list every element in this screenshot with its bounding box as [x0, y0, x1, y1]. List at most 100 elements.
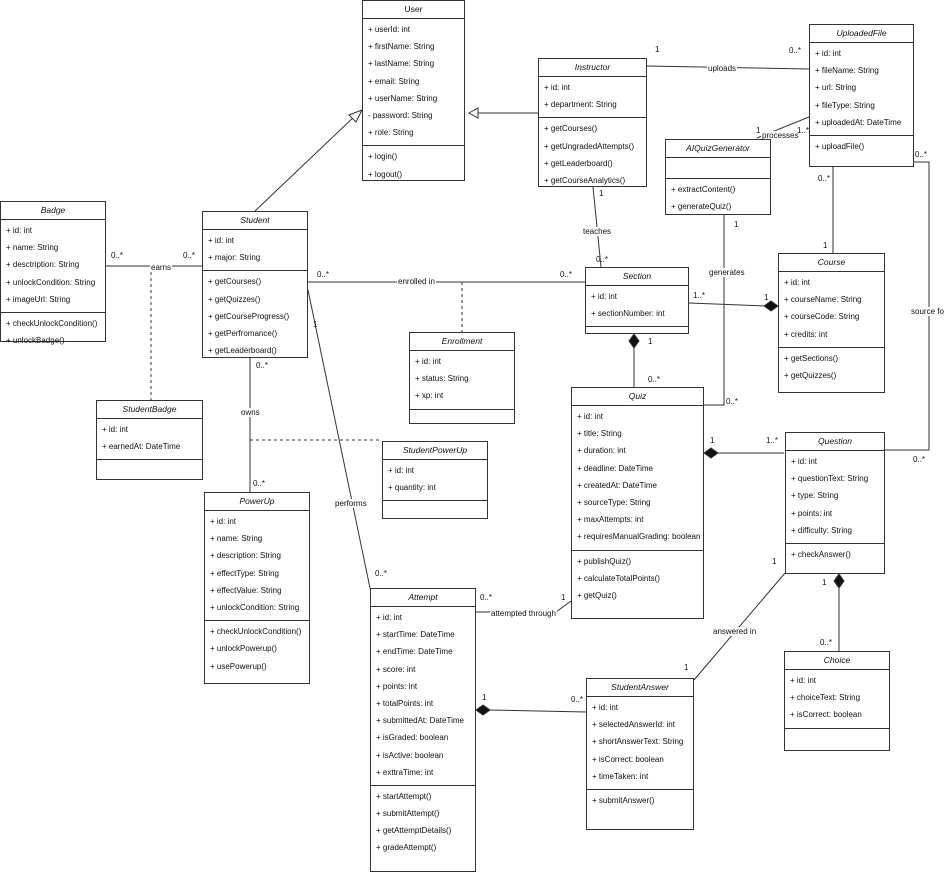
attribute-compartment: + id: int + status: String + xp: int	[410, 351, 514, 410]
multiplicity: 0..*	[571, 695, 584, 704]
class-badge: Badge+ id: int+ name: String+ desctripti…	[0, 201, 106, 345]
class-studentanswer: StudentAnswer+ id: int+ selectedAnswerId…	[586, 678, 694, 830]
multiplicity: 0..*	[256, 361, 269, 370]
multiplicity: 0..*	[560, 270, 573, 279]
method-compartment	[97, 460, 202, 480]
generates-label: generates	[708, 268, 746, 277]
class-attribute: + role: String	[368, 128, 414, 138]
multiplicity: 1	[710, 436, 715, 445]
multiplicity: 0..*	[915, 150, 928, 159]
class-attribute: + department: String	[544, 100, 617, 110]
uploads-label: uploads	[707, 64, 738, 73]
class-attribute: + id: int	[376, 613, 403, 622]
class-attribute: + selectedAnswerId: int	[592, 720, 675, 730]
class-name: Attempt	[371, 589, 475, 607]
class-attribute: + isGraded: boolean	[376, 733, 449, 743]
class-method: + checkAnswer()	[791, 549, 851, 559]
class-instructor: Instructor+ id: int+ department: String+…	[538, 58, 647, 187]
class-attribute: + quantity: int	[388, 483, 436, 493]
class-method: + getCourseProgress()	[208, 311, 290, 321]
class-name: Course	[779, 254, 884, 272]
class-attribute: + id: int	[544, 83, 571, 92]
class-name: Quiz	[572, 388, 703, 406]
class-method: + calculateTotalPoints()	[577, 573, 660, 583]
class-attribute: + fileType: String	[815, 100, 875, 110]
class-aiquizgenerator: AIQuizGenerator+ extractContent()+ gener…	[665, 139, 771, 215]
class-attribute: + id: int	[208, 236, 235, 245]
composition-diamond-icon	[833, 573, 845, 589]
attribute-compartment: + id: int+ title: String+ duration: int+…	[572, 406, 703, 551]
class-attribute: + totalPoints: int	[376, 698, 434, 708]
class-attribute: + maxAttempts: int	[577, 515, 644, 525]
multiplicity: 0..*	[111, 251, 124, 260]
class-attribute: + sectionNumber: int	[591, 309, 665, 319]
class-attribute: + earnedAt: DateTime	[102, 442, 181, 452]
class-method: + getCourses()	[208, 277, 262, 287]
multiplicity: 1	[734, 220, 739, 229]
class-method: + getQuiz()	[577, 590, 617, 600]
class-method: + submitAttempt()	[376, 809, 440, 819]
class-method: + getSections()	[784, 353, 839, 363]
class-attribute: + id: int	[415, 357, 442, 366]
attribute-compartment	[666, 158, 770, 179]
class-attribute: + choiceText: String	[790, 693, 861, 703]
class-name: AIQuizGenerator	[666, 140, 770, 158]
class-user: User+ userId: int+ firstName: String+ la…	[362, 0, 465, 181]
composition-diamond-icon	[703, 447, 719, 459]
method-compartment	[383, 501, 487, 521]
class-attribute: + firstName: String	[368, 42, 435, 52]
class-attribute: + userId: int	[368, 25, 411, 34]
composition-diamond-icon	[475, 704, 491, 716]
multiplicity: 1	[772, 557, 777, 566]
answered-in-label: answered in	[712, 627, 758, 636]
class-enrollment: Enrollment+ id: int+ status: String+ xp:…	[409, 332, 515, 424]
class-attribute: + difficulty: String	[791, 525, 852, 535]
class-method: + publishQuiz()	[577, 556, 632, 566]
multiplicity: 0..*	[183, 251, 196, 260]
generalization-arrowhead-icon	[467, 107, 479, 119]
multiplicity: 1	[648, 337, 653, 346]
class-attribute: + fileName: String	[815, 66, 879, 76]
class-quiz: Quiz+ id: int+ title: String+ duration: …	[571, 387, 704, 619]
multiplicity: 1	[764, 293, 769, 302]
class-attribute: + courseCode: String	[784, 312, 860, 322]
class-attempt: Attempt+ id: int+ startTime: DateTime+ e…	[370, 588, 476, 872]
class-attribute: + status: String	[415, 374, 469, 384]
multiplicity: 0..*	[648, 375, 661, 384]
class-attribute: + timeTaken: int	[592, 771, 649, 781]
section-course-composition-line	[688, 302, 766, 307]
class-attribute: + createdAt: DateTime	[577, 480, 657, 490]
class-studentbadge: StudentBadge+ id: int+ earnedAt: DateTim…	[96, 400, 203, 480]
method-compartment: + publishQuiz() + calculateTotalPoints() +…	[572, 551, 703, 609]
attribute-compartment: + id: int + major: String	[203, 230, 307, 272]
attribute-compartment: + id: int+ selectedAnswerId: int+ shortA…	[587, 697, 693, 790]
attribute-compartment: + id: int+ startTime: DateTime+ endTime:…	[371, 607, 475, 786]
composition-diamond-icon	[763, 300, 779, 312]
class-studentpowerup: StudentPowerUp+ id: int+ quantity: int	[382, 441, 488, 519]
multiplicity: 0..*	[818, 174, 831, 183]
class-method: + checkUnlockCondition()	[6, 318, 98, 328]
method-compartment: + uploadFile()	[810, 136, 913, 159]
attribute-compartment: + id: int+ quantity: int	[383, 460, 487, 502]
class-method: + getLeaderboard()	[208, 346, 277, 356]
generalization-arrowhead-icon	[348, 109, 364, 123]
class-attribute: + uploadedAt: DateTime	[815, 117, 902, 127]
class-attribute: + major: String	[208, 253, 261, 263]
attribute-compartment: + id: int+ earnedAt: DateTime	[97, 419, 202, 461]
class-attribute: + effectType: String	[210, 568, 280, 578]
method-compartment: + checkAnswer()	[786, 544, 884, 567]
attribute-compartment: + id: int+ name: String+ desctription: S…	[1, 220, 105, 313]
class-attribute: + id: int	[210, 517, 237, 526]
generates-association-line	[704, 215, 725, 406]
multiplicity: 0..*	[596, 255, 609, 264]
class-attribute: + xp: int	[415, 391, 444, 401]
multiplicity: 0..*	[480, 593, 493, 602]
class-method: + login()	[368, 152, 398, 162]
class-attribute: + courseName: String	[784, 295, 862, 305]
owns-label: owns	[240, 408, 261, 417]
class-name: StudentPowerUp	[383, 442, 487, 460]
class-section: Section+ id: int+ sectionNumber: int	[585, 267, 689, 334]
class-powerup: PowerUp+ id: int+ name: String+ descript…	[204, 492, 310, 684]
class-attribute: + id: int	[591, 292, 618, 301]
class-method: + startAttempt()	[376, 791, 432, 801]
